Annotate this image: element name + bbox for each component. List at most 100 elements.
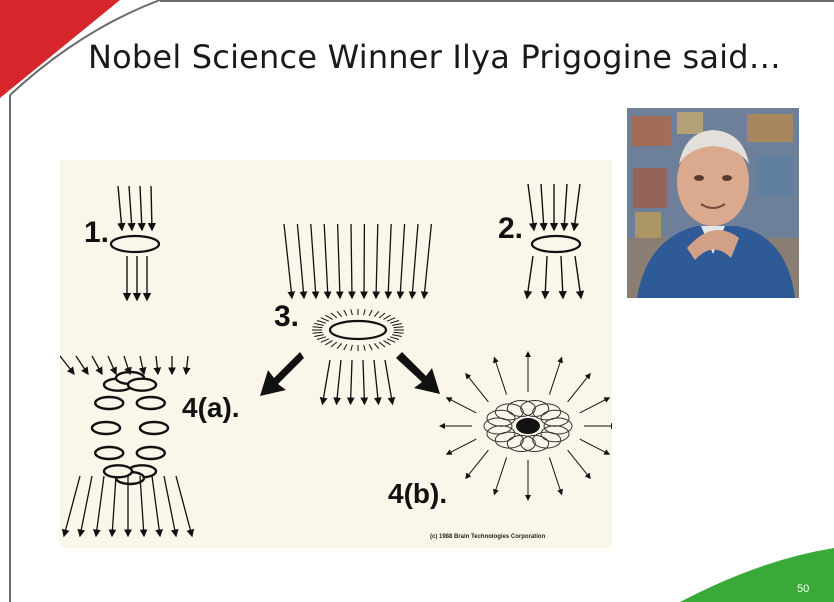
stage-3-arrow-out [323, 360, 331, 404]
stage-3-turbulence-mark [313, 332, 323, 333]
stage-3-arrow-in [324, 224, 328, 298]
stage-3-turbulence-mark [321, 318, 329, 322]
stage-2-arrow-in [574, 184, 580, 230]
stage-4b-arrow-out [466, 450, 489, 478]
stage-2-arrow-in [541, 184, 544, 230]
stage-4a-cell [137, 447, 165, 459]
stage-3-turbulence-mark [374, 311, 379, 316]
stage-3-arrow-in [351, 224, 352, 298]
slide-number: 50 [797, 583, 809, 595]
stage-3-arrow-out [337, 360, 342, 404]
stage-4b-arrow-out [447, 439, 477, 454]
stage-3-arrow-in [400, 224, 405, 298]
stage-4a-arrow-out [80, 476, 92, 536]
stage-3-arrow-in [424, 224, 431, 298]
stage-3-arrow-in [338, 224, 340, 298]
stage-4b-arrow-out [568, 450, 591, 478]
stage-3-arrow-in [297, 224, 304, 298]
stage-3-turbulence-mark [317, 337, 326, 340]
stage-3-arrow-out [385, 360, 393, 404]
stage-4b-arrow-out [549, 358, 561, 395]
stage-3-turbulence-mark [351, 309, 353, 315]
stage-4b-arrow-out [568, 374, 591, 402]
stage-2-arrow-out [527, 256, 533, 298]
stage-3-arrow-in [376, 224, 378, 298]
stage-4b-arrow-out [580, 439, 610, 454]
stage-2-arrow-out [545, 256, 547, 298]
label-stage-2: 2. [498, 212, 523, 246]
stage-4a-cell [95, 447, 123, 459]
stage-3-turbulence-mark [351, 345, 353, 351]
stage-1-arrow-in [151, 186, 152, 230]
stage-3-turbulence-mark [337, 311, 342, 316]
stage-4a-arrow-in [60, 356, 74, 374]
stage-2-ellipse [532, 236, 580, 252]
stage-3-turbulence-mark [387, 318, 395, 322]
stage-4a-arrow-out [96, 476, 104, 536]
stage-3-turbulence-mark [394, 327, 404, 328]
green-corner-wedge [680, 548, 834, 602]
stage-1-ellipse [111, 236, 159, 252]
stage-4a-arrow-in [140, 356, 144, 374]
stage-4b-core [516, 418, 540, 434]
stage-4a-arrow-out [152, 476, 160, 536]
stage-3-turbulence-mark [364, 309, 366, 315]
stage-4a-arrow-in [76, 356, 88, 374]
stage-3-arrow-in [388, 224, 391, 298]
stage-4a-arrow-in [92, 356, 102, 374]
branch-arrow-left [260, 352, 304, 396]
stage-4b-arrow-out [447, 398, 477, 413]
stage-2-arrow-in [528, 184, 534, 230]
stage-3-turbulence-mark [379, 313, 385, 318]
stage-2-arrow-in [564, 184, 567, 230]
stage-4a-arrow-in [108, 356, 116, 374]
stage-3-turbulence-mark [369, 310, 372, 316]
stage-4a-cell [92, 422, 120, 434]
stage-3-arrow-out [351, 360, 353, 404]
stage-4a-cell [140, 422, 168, 434]
stage-2-arrow-out [561, 256, 563, 298]
stage-4a-arrow-in [186, 356, 188, 374]
branch-arrow-right [396, 352, 440, 394]
stage-3-arrow-out [363, 360, 365, 404]
stage-3-turbulence-mark [317, 320, 326, 323]
stage-4b-arrow-out [549, 457, 561, 494]
stage-3-turbulence-mark [374, 343, 379, 348]
stage-4a-arrow-in [156, 356, 158, 374]
stage-3-arrow-out [374, 360, 379, 404]
stage-3-turbulence-mark [392, 335, 402, 337]
stage-3-turbulence-mark [392, 324, 402, 326]
stage-3-turbulence-mark [394, 332, 404, 333]
stage-3-turbulence-mark [314, 324, 324, 326]
stage-3-turbulence-mark [383, 315, 390, 319]
stage-4a-arrow-out [176, 476, 192, 536]
stage-3-turbulence-mark [364, 345, 366, 351]
diagram-drawing [60, 160, 612, 548]
stage-3-turbulence-mark [314, 335, 324, 337]
copyright-notice: (c) 1988 Brain Technologies Corporation [430, 534, 545, 540]
label-stage-3: 3. [274, 300, 299, 334]
stage-3-turbulence-mark [325, 315, 332, 319]
stage-3-turbulence-mark [390, 320, 399, 323]
stage-4a-cell [128, 379, 156, 391]
stage-3-turbulence-mark [379, 342, 385, 347]
stage-3-turbulence-mark [369, 344, 372, 350]
stage-4a-arrow-out [64, 476, 80, 536]
stage-4a-arrow-out [140, 476, 144, 536]
person-photo-icon [627, 108, 799, 298]
stage-3-turbulence-mark [321, 339, 329, 343]
stage-3-arrow-in [412, 224, 418, 298]
stage-4b-arrow-out [466, 374, 489, 402]
stage-3-turbulence-mark [344, 344, 347, 350]
stage-3-turbulence-mark [331, 313, 337, 318]
slide-title: Nobel Science Winner Ilya Prigogine said… [88, 38, 781, 76]
label-stage-1: 1. [84, 216, 109, 250]
stage-3-turbulence-mark [325, 341, 332, 345]
stage-4a-cell [137, 397, 165, 409]
stage-3-turbulence-mark [313, 327, 323, 328]
stage-3-ellipse [330, 321, 386, 339]
stage-3-arrow-in [311, 224, 316, 298]
stage-4b-arrow-out [494, 457, 506, 494]
stage-3-turbulence-mark [337, 343, 342, 348]
